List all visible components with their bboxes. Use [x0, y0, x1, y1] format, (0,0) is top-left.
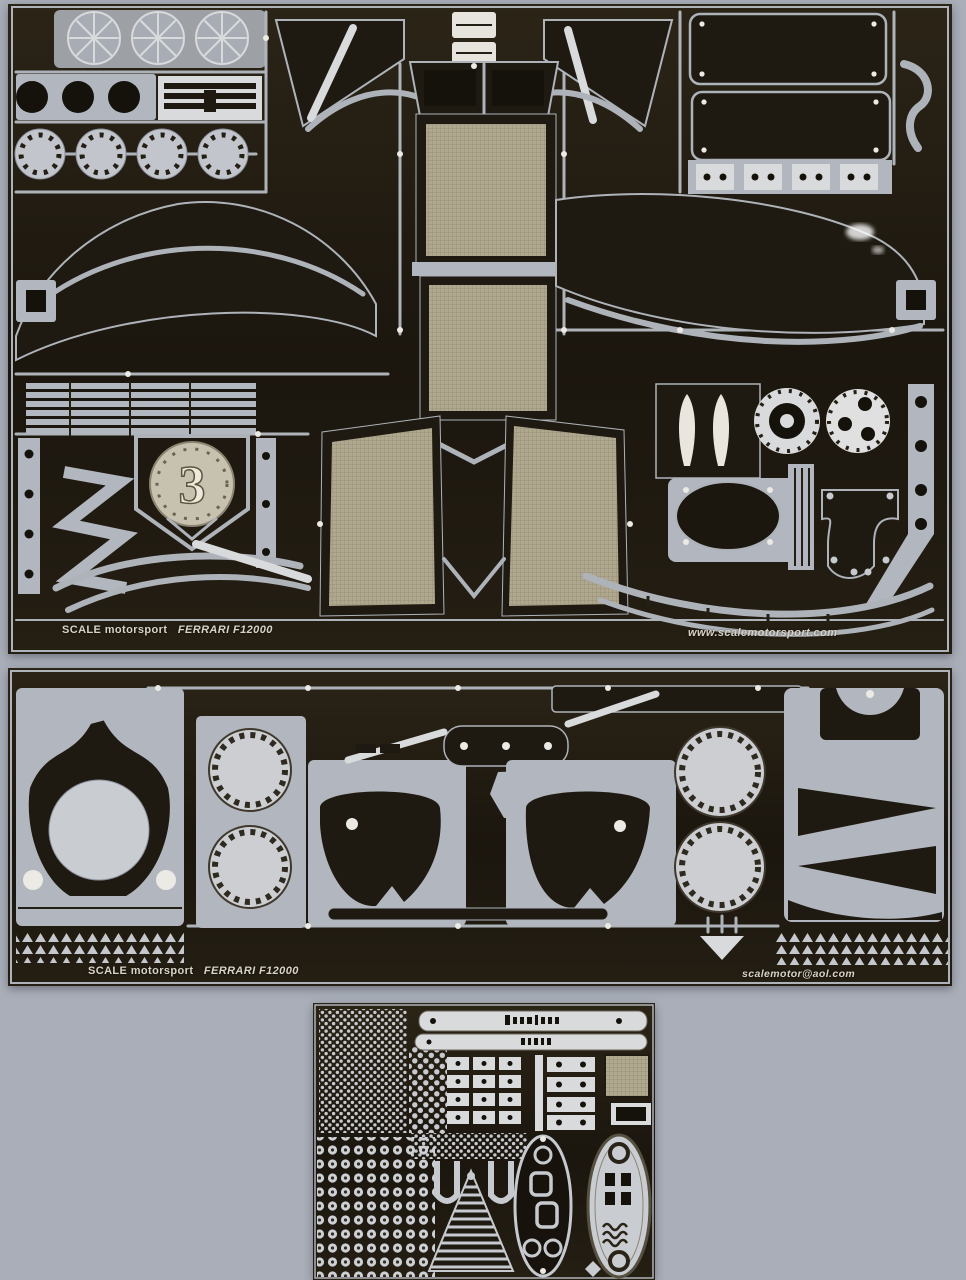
fret-middle-footer-right: scalemotor@aol.com	[742, 968, 856, 980]
rivet-grid-fine	[319, 1009, 407, 1133]
fret-middle	[8, 668, 952, 986]
rivet-ring-row	[14, 128, 258, 180]
shield-panel-left	[308, 760, 466, 926]
sprue-tabs	[155, 685, 761, 929]
heel-rest-triangle	[427, 1168, 515, 1272]
sidepod-outline-right	[555, 193, 925, 345]
left-rail-strip	[18, 438, 40, 594]
fan-disc-row	[54, 10, 266, 68]
rivet-column	[409, 1047, 447, 1133]
chevron-lower	[442, 557, 506, 600]
logo-strip-1	[418, 1010, 648, 1032]
floor-panel-upper	[688, 12, 888, 86]
mesh-panel-left	[319, 415, 445, 617]
down-arrow-part	[700, 914, 744, 960]
curved-strips-right	[582, 572, 935, 637]
louver-plate	[158, 76, 262, 120]
brand-text: SCALE motorsport	[62, 624, 168, 636]
angled-strips	[18, 690, 660, 764]
roundel-number: 3	[179, 455, 206, 515]
brake-duct-plate	[16, 74, 156, 120]
gear-ring-discs-left	[196, 716, 306, 928]
bullet-fairings	[655, 383, 761, 479]
gear-ring-discs-right	[674, 726, 766, 913]
oval-cover-plate	[668, 478, 800, 562]
rivet-grid-coarse	[317, 1137, 435, 1277]
hook-bracket	[900, 60, 932, 152]
fret-middle-footer-left: SCALE motorsport FERRARI F12000	[88, 965, 299, 977]
seat-panel	[16, 688, 184, 926]
model-text: FERRARI F12000	[177, 624, 273, 636]
square-bracket-right	[896, 280, 936, 320]
brake-pedal	[586, 1133, 652, 1279]
fret-top-footer-left: SCALE motorsport FERRARI F12000	[62, 624, 273, 636]
shield-panel-right	[506, 760, 676, 926]
fret-top: 3	[8, 4, 952, 654]
airbox-head-panel	[408, 61, 560, 117]
screen-plate	[611, 1103, 651, 1125]
radiator-mesh-upper	[415, 113, 557, 267]
louver-grilles	[26, 381, 256, 436]
mesh-sample	[604, 1054, 650, 1098]
mesh-joiner-rail	[412, 262, 562, 276]
mirror-stalk-parts	[452, 12, 496, 64]
small-clip-row	[688, 160, 892, 194]
square-bracket-left	[16, 280, 56, 322]
buckle-plates-small	[447, 1057, 521, 1124]
striped-strip	[788, 464, 814, 570]
serrated-strip-right	[776, 932, 948, 965]
right-rail-strip	[866, 384, 934, 604]
fret-bottom	[313, 1003, 655, 1280]
logo-strip-2	[414, 1033, 648, 1051]
engine-bracket	[821, 489, 899, 579]
fret-frame	[314, 1004, 654, 1279]
glare-spot	[846, 224, 884, 254]
diamond-tab	[585, 1261, 601, 1277]
radiator-mesh-lower	[419, 275, 557, 421]
buckle-plates-large	[535, 1055, 595, 1131]
u-channel-brackets	[434, 1161, 514, 1204]
curved-strips-left	[52, 540, 312, 613]
mid-rail-strip	[256, 438, 276, 568]
mesh-panel-right	[501, 415, 629, 617]
fret-frame	[11, 6, 949, 652]
sidepod-outline-left	[15, 200, 377, 362]
ring-grommet	[754, 388, 820, 454]
roundel-3-plate: 3	[134, 434, 250, 552]
three-hole-disc	[826, 389, 890, 453]
serrated-strip-left	[16, 930, 184, 963]
floor-panel-lower	[690, 90, 892, 162]
fret-frame	[10, 670, 950, 984]
fret-top-footer-right: www.scalemotorsport.com	[688, 627, 838, 639]
model-text: FERRARI F12000	[203, 965, 299, 977]
nose-panel	[784, 688, 944, 922]
throttle-pedal	[513, 1134, 573, 1278]
brand-text: SCALE motorsport	[88, 965, 194, 977]
lower-bar	[327, 907, 609, 921]
sprue-tabs	[125, 35, 895, 527]
